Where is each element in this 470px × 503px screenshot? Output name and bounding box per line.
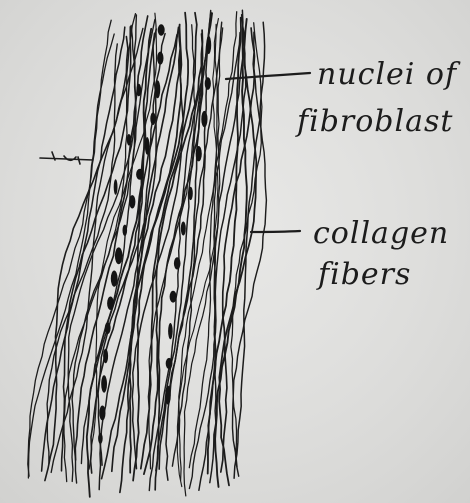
fibroblast-nucleus — [157, 52, 163, 65]
collagen-leader-line — [251, 231, 300, 232]
fibroblast-nucleus — [168, 323, 173, 339]
fibroblast-nucleus — [107, 297, 114, 310]
fibroblast-nucleus — [205, 77, 211, 90]
fibroblast-nucleus — [174, 257, 181, 269]
label-collagen-line1: collagen — [313, 216, 449, 251]
fibroblast-nucleus — [166, 358, 173, 369]
fibroblast-nucleus — [114, 179, 118, 194]
fibroblast-nucleus — [103, 349, 108, 364]
fibroblast-nucleus — [101, 375, 107, 392]
fibroblast-nucleus — [105, 322, 111, 334]
fibroblast-nucleus — [99, 406, 105, 421]
fibroblast-nucleus — [145, 137, 150, 155]
label-nuclei-line1: nuclei of — [317, 57, 461, 92]
fibroblast-nucleus — [201, 111, 207, 127]
fibroblast-nucleus — [129, 195, 135, 208]
fibroblast-nucleus — [170, 291, 177, 303]
fibroblast-nucleus — [150, 112, 155, 125]
fibroblast-nucleus — [158, 24, 165, 35]
fibroblast-nucleus — [155, 80, 160, 98]
fibroblast-nucleus — [115, 247, 123, 264]
fibroblast-nucleus — [196, 146, 202, 161]
label-collagen-line2: fibers — [316, 257, 411, 292]
fibroblast-nucleus — [188, 187, 192, 200]
fibroblast-nucleus — [123, 225, 128, 236]
fibroblast-nucleus — [165, 386, 171, 405]
fibroblast-nucleus — [98, 433, 103, 444]
fibroblast-nucleus — [181, 222, 186, 236]
fibroblast-nucleus — [206, 36, 211, 54]
fibroblast-nucleus — [136, 169, 144, 180]
fibroblast-nucleus — [111, 271, 118, 287]
fibroblast-nucleus — [136, 84, 141, 97]
label-nuclei-line2: fibroblast — [295, 104, 453, 139]
fibroblast-nucleus — [127, 134, 131, 146]
